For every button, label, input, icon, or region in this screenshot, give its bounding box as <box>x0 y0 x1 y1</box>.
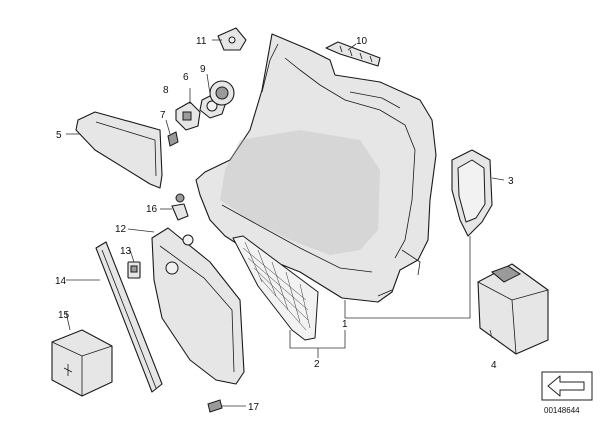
callout-16: 16 <box>146 204 158 215</box>
side-trim-panel <box>195 33 437 303</box>
callout-7: 7 <box>160 110 166 121</box>
callout-labels: 1 2 3 4 5 6 7 8 9 10 11 12 13 14 15 16 1… <box>55 36 514 413</box>
callout-13: 13 <box>120 246 132 257</box>
small-bracket <box>127 261 141 279</box>
clip <box>167 131 179 147</box>
callout-1: 1 <box>342 319 348 330</box>
callout-4: 4 <box>491 360 497 371</box>
callout-17: 17 <box>248 402 260 413</box>
leader-lines <box>65 39 505 407</box>
callout-8: 8 <box>163 85 169 96</box>
hook-strip <box>325 41 381 67</box>
small-plate <box>217 27 247 51</box>
lower-trim-panel <box>151 227 245 385</box>
document-number: 00148644 <box>544 406 580 415</box>
round-holder <box>209 80 235 106</box>
luggage-net <box>232 235 319 341</box>
callout-9: 9 <box>200 64 206 75</box>
callout-2: 2 <box>314 359 320 370</box>
callout-11: 11 <box>196 36 207 47</box>
long-strip <box>95 241 163 393</box>
lower-clip <box>207 399 223 413</box>
callout-3: 3 <box>508 176 514 187</box>
bracket <box>175 101 201 131</box>
frame-cover <box>451 149 493 237</box>
first-aid-kit <box>51 329 113 397</box>
callout-14: 14 <box>55 276 67 287</box>
callout-6: 6 <box>183 72 189 83</box>
callout-5: 5 <box>56 130 62 141</box>
callout-15: 15 <box>58 310 70 321</box>
callout-12: 12 <box>115 224 127 235</box>
push-fastener <box>171 193 189 221</box>
next-arrow-icon[interactable] <box>541 371 593 401</box>
callout-10: 10 <box>356 36 368 47</box>
storage-box <box>477 263 549 355</box>
cover-panel <box>75 111 163 189</box>
